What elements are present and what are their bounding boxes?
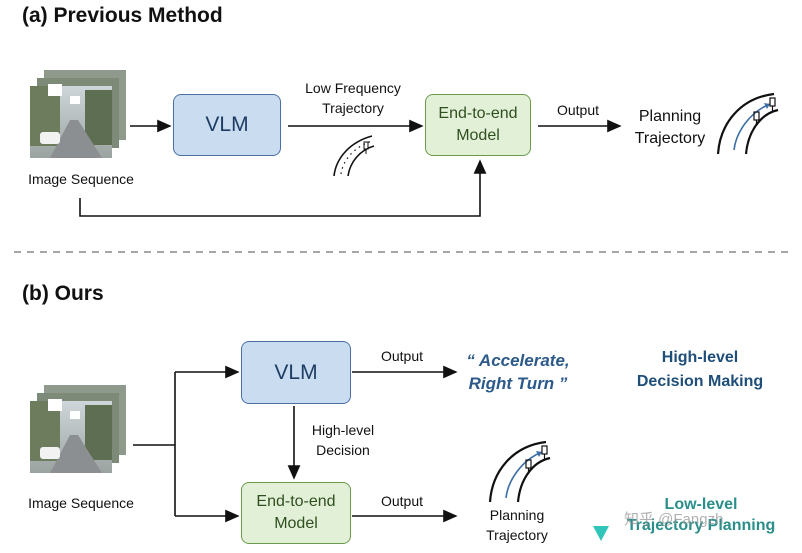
vlm-label-a: VLM xyxy=(205,113,249,136)
high-level-decision-line1: High-level xyxy=(311,422,375,438)
low-frequency-trajectory-icon xyxy=(333,135,375,177)
planning-b-line1: Planning xyxy=(489,507,545,523)
section-b-title: (b) Ours xyxy=(22,282,104,305)
planning-trajectory-label-a: Planning Trajectory xyxy=(625,106,715,151)
low-frequency-line1: Low Frequency xyxy=(305,80,401,96)
e2e-label-b-line2: Model xyxy=(274,515,318,532)
watermark: 知乎 @Fangzh xyxy=(624,511,724,528)
decision-quote: “ Accelerate, Right Turn ” xyxy=(455,350,581,396)
side-high-line1: High-level xyxy=(661,349,739,366)
image-sequence-stack-a xyxy=(30,70,130,160)
decision-quote-line1: “ Accelerate, xyxy=(466,351,570,370)
planning-trajectory-icon-b xyxy=(488,440,551,503)
planning-a-line2: Trajectory xyxy=(634,130,706,148)
vlm-box-a: VLM xyxy=(173,94,281,156)
e2e-box-b: End-to-end Model xyxy=(241,482,351,544)
side-high-line2: Decision Making xyxy=(636,373,764,390)
side-low-line1: Low-level xyxy=(664,496,738,513)
vlm-box-b: VLM xyxy=(241,341,351,404)
section-a-title: (a) Previous Method xyxy=(22,4,223,27)
side-low-line2: Trajectory Planning xyxy=(626,516,776,534)
e2e-label-a-line1: End-to-end xyxy=(438,105,518,123)
street-image-icon xyxy=(30,70,126,158)
high-level-decision-line2: Decision xyxy=(316,441,370,458)
high-level-decision-label: High-level Decision xyxy=(300,421,386,460)
vlm-output-label-b: Output xyxy=(380,348,424,364)
side-high-level-label: High-level Decision Making xyxy=(618,346,782,394)
street-image-icon xyxy=(30,385,126,473)
decision-quote-line2: Right Turn ” xyxy=(468,373,568,393)
low-frequency-line2: Trajectory xyxy=(322,99,384,116)
e2e-label-b-line1: End-to-end xyxy=(256,493,336,511)
vlm-label-b: VLM xyxy=(274,360,318,384)
planning-b-line2: Trajectory xyxy=(486,526,548,543)
planning-a-line1: Planning xyxy=(638,108,702,125)
low-frequency-label: Low Frequency Trajectory xyxy=(290,79,416,118)
output-label-a: Output xyxy=(556,102,600,118)
e2e-box-a: End-to-end Model xyxy=(425,94,531,156)
input-label-b: Image Sequence xyxy=(28,495,134,511)
e2e-label-a-line2: Model xyxy=(456,127,500,144)
image-sequence-stack-b xyxy=(30,385,130,475)
planning-trajectory-icon-a xyxy=(716,92,779,155)
input-label-a: Image Sequence xyxy=(28,171,134,187)
planning-trajectory-label-b: Planning Trajectory xyxy=(472,506,562,545)
side-low-level-label: Low-level Trajectory Planning xyxy=(612,495,790,537)
e2e-output-label-b: Output xyxy=(380,493,424,509)
